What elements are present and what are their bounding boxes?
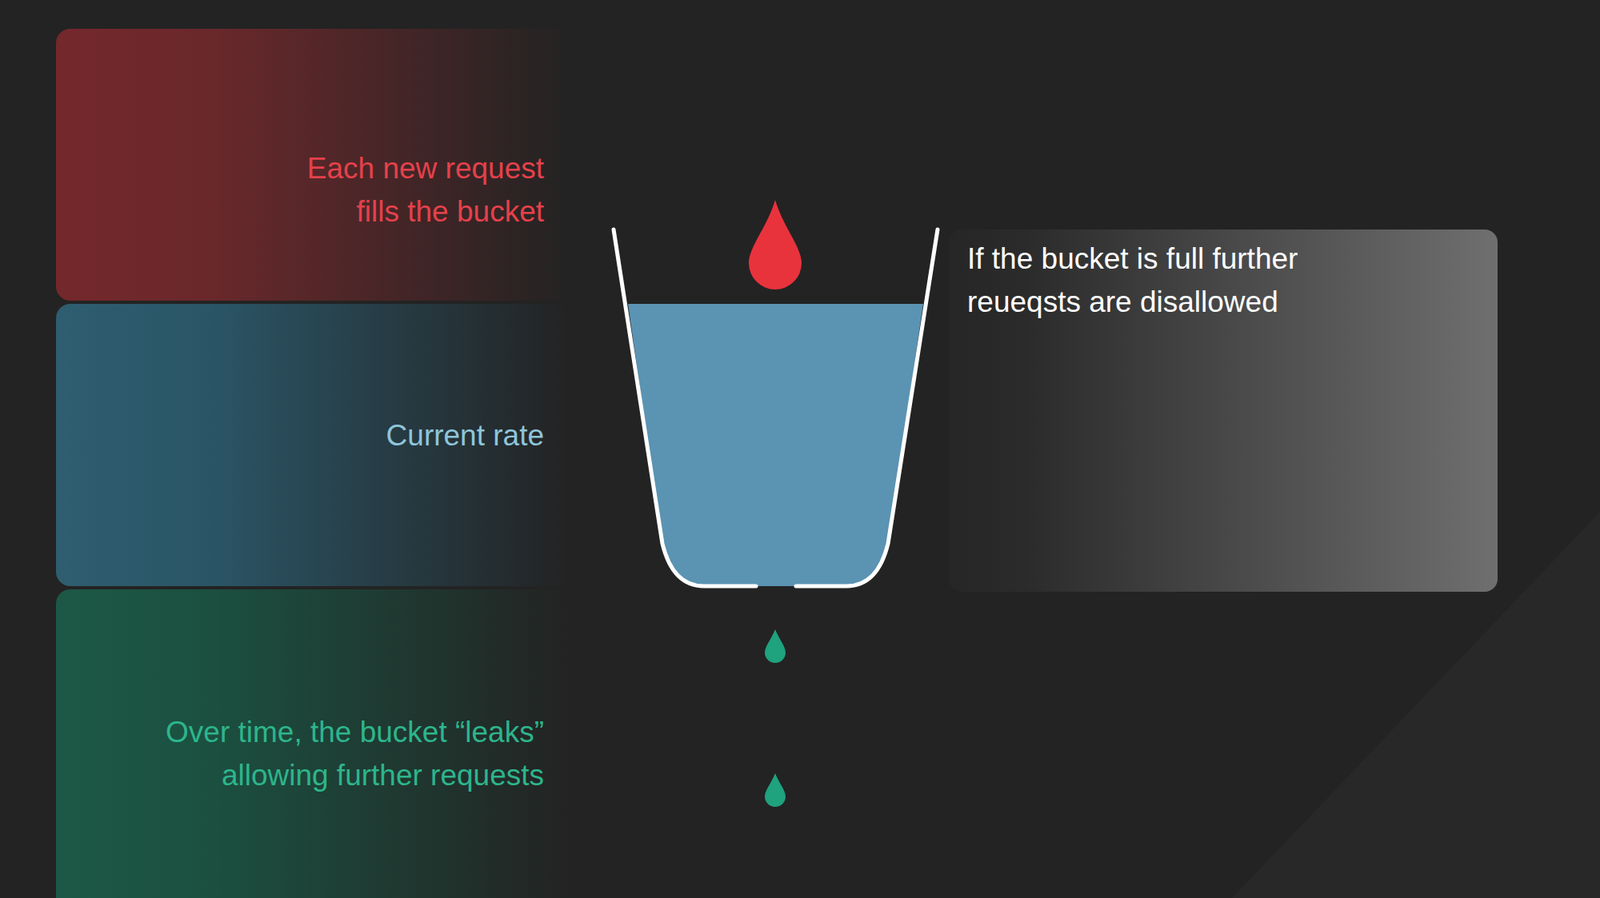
band-text: Over time, the bucket “leaks” allowing f…	[136, 711, 544, 798]
leak-band: Over time, the bucket “leaks” allowing f…	[56, 589, 568, 898]
leak-drop	[764, 773, 786, 808]
request-drop	[748, 200, 802, 290]
bucket-wall	[796, 229, 938, 587]
rate-band: Current rate	[56, 304, 568, 587]
bucket-water	[628, 304, 924, 587]
request-band: Each new request fills the bucket	[56, 28, 568, 301]
band-text: Current rate	[386, 414, 544, 458]
band-text: If the bucket is full further reueqsts a…	[967, 237, 1400, 324]
note-box: If the bucket is full further reueqsts a…	[948, 229, 1498, 592]
leak-drop	[764, 629, 786, 664]
band-text: Each new request fills the bucket	[288, 147, 544, 234]
bucket-wall	[613, 229, 756, 587]
